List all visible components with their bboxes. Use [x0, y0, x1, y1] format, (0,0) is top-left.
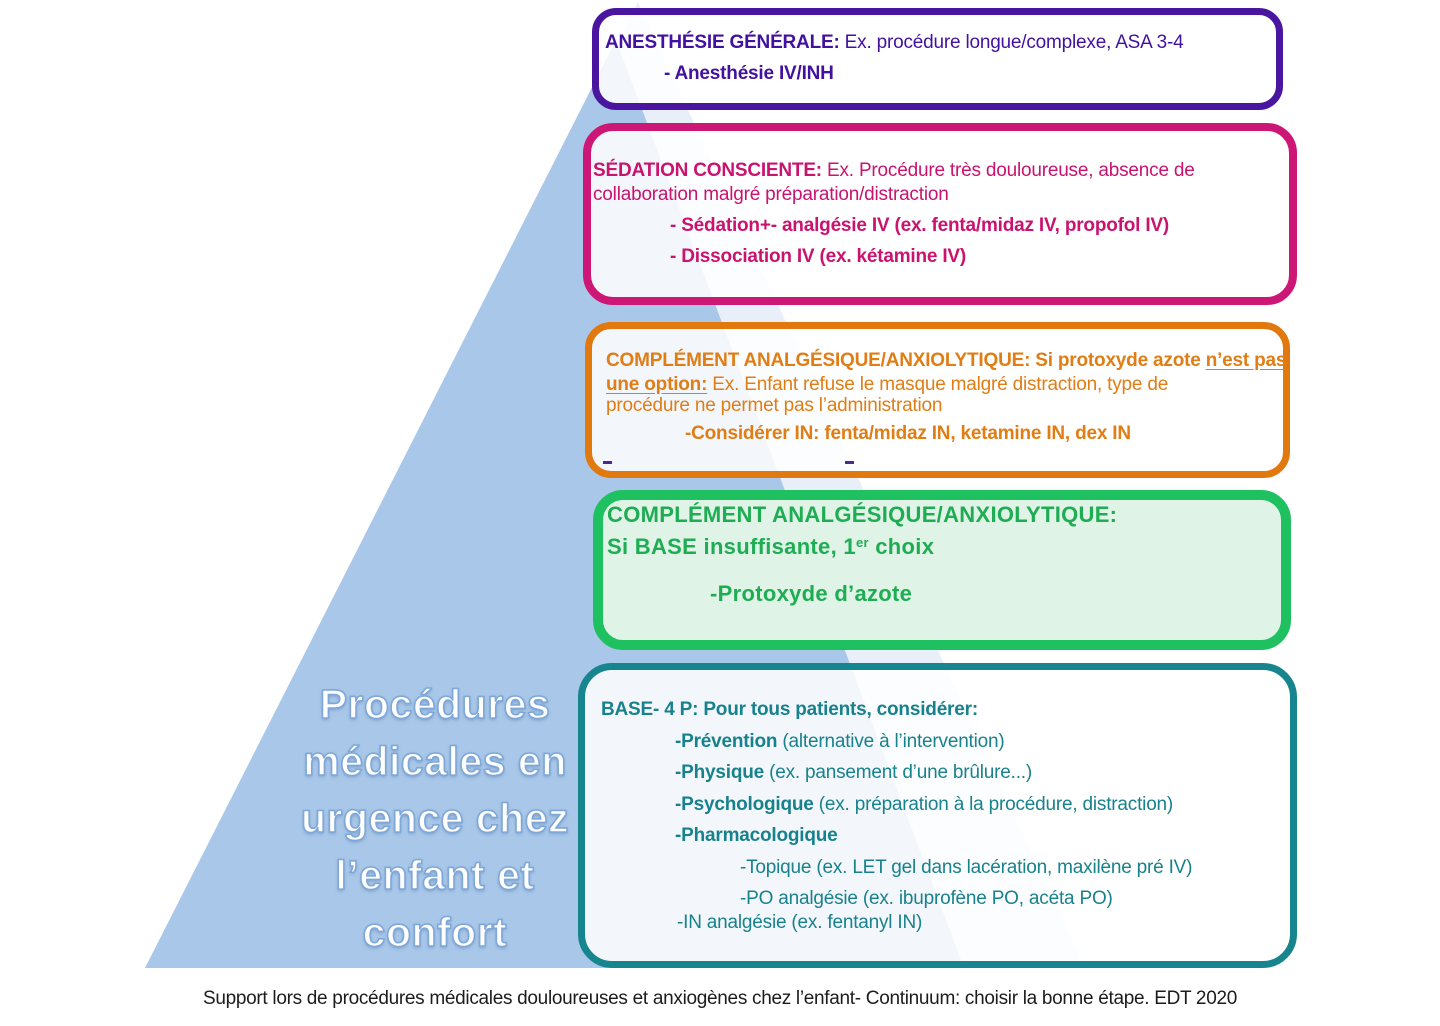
complement-in-heading: COMPLÉMENT ANALGÉSIQUE/ANXIOLYTIQUE: Si … [606, 351, 1286, 370]
base-title: BASE- 4 P: Pour tous patients, considére… [601, 699, 978, 720]
complement-n2o-bullet: -Protoxyde d’azote [710, 581, 913, 606]
complement-in-underline-2: une option: [606, 374, 708, 395]
base-subitem-topique: -Topique (ex. LET gel dans lacération, m… [740, 857, 1193, 878]
sedation-bullet-2: - Dissociation IV (ex. kétamine IV) [670, 246, 967, 267]
n2o-line2-post: choix [868, 534, 935, 559]
base-item-bold: -Psychologique [675, 794, 814, 815]
anesthesie-bullet: - Anesthésie IV/INH [664, 63, 834, 84]
complement-n2o-title-line2: Si BASE insuffisante, 1er choix [607, 536, 934, 558]
footer-caption: Support lors de procédures médicales dou… [202, 988, 1238, 1009]
sedation-title: SÉDATION CONSCIENTE: [593, 160, 822, 181]
pyramid-label: Procédures médicales en urgence chez l’e… [280, 676, 590, 961]
base-subitem-in: -IN analgésie (ex. fentanyl IN) [677, 912, 923, 933]
box-anesthesie-generale: ANESTHÉSIE GÉNÉRALE: Ex. procédure longu… [592, 8, 1283, 110]
truncated-text-dash [603, 461, 612, 464]
truncated-text-dash [845, 461, 854, 464]
complement-in-title: COMPLÉMENT ANALGÉSIQUE/ANXIOLYTIQUE: Si … [606, 350, 1206, 371]
base-subitem-po: -PO analgésie (ex. ibuprofène PO, acéta … [740, 888, 1113, 909]
complement-in-bullet: -Considérer IN: fenta/midaz IN, ketamine… [685, 423, 1131, 444]
base-item-prevention: -Prévention (alternative à l’interventio… [675, 732, 1005, 751]
anesthesie-desc: Ex. procédure longue/complexe, ASA 3-4 [839, 32, 1184, 53]
base-item-psychologique: -Psychologique (ex. préparation à la pro… [675, 795, 1173, 814]
pyramid-label-line: urgence chez [300, 794, 570, 842]
base-item-rest: (ex. pansement d’une brûlure...) [764, 762, 1032, 783]
complement-in-desc-line3: procédure ne permet pas l’administration [606, 395, 943, 416]
base-item-rest: (alternative à l’intervention) [777, 731, 1005, 752]
base-item-bold: -Pharmacologique [675, 825, 838, 846]
box-sedation-consciente: SÉDATION CONSCIENTE: Ex. Procédure très … [583, 123, 1297, 305]
base-item-rest: (ex. préparation à la procédure, distrac… [813, 794, 1174, 815]
box-complement-in: COMPLÉMENT ANALGÉSIQUE/ANXIOLYTIQUE: Si … [585, 322, 1290, 478]
base-item-physique: -Physique (ex. pansement d’une brûlure..… [675, 763, 1032, 782]
complement-in-underline-1: n’est pas [1205, 350, 1287, 371]
box-complement-protoxyde: COMPLÉMENT ANALGÉSIQUE/ANXIOLYTIQUE: Si … [593, 490, 1291, 650]
base-item-bold: -Physique [675, 762, 764, 783]
pyramid-label-line: confort [362, 908, 508, 956]
n2o-line2-sup: er [855, 535, 869, 550]
box-base-4p: BASE- 4 P: Pour tous patients, considére… [578, 663, 1297, 968]
pyramid-label-line: Procédures [319, 680, 551, 728]
sedation-desc-line1: Ex. Procédure très douloureuse, absence … [821, 160, 1195, 181]
n2o-line2-pre: Si BASE insuffisante, 1 [607, 534, 856, 559]
pyramid-label-line: médicales en [302, 737, 567, 785]
sedation-bullet-1: - Sédation+- analgésie IV (ex. fenta/mid… [670, 215, 1170, 236]
pyramid-label-line: l’enfant et [335, 851, 535, 899]
base-item-pharmacologique: -Pharmacologique [675, 826, 838, 845]
complement-in-line2: une option: Ex. Enfant refuse le masque … [606, 375, 1168, 394]
base-item-bold: -Prévention [675, 731, 778, 752]
sedation-heading: SÉDATION CONSCIENTE: Ex. Procédure très … [593, 161, 1195, 180]
sedation-desc-line2: collaboration malgré préparation/distrac… [593, 184, 949, 205]
anesthesie-heading: ANESTHÉSIE GÉNÉRALE: Ex. procédure longu… [605, 33, 1184, 52]
complement-n2o-title-line1: COMPLÉMENT ANALGÉSIQUE/ANXIOLYTIQUE: [607, 502, 1118, 527]
anesthesie-title: ANESTHÉSIE GÉNÉRALE: [605, 32, 840, 53]
complement-in-desc-line2: Ex. Enfant refuse le masque malgré distr… [707, 374, 1169, 395]
